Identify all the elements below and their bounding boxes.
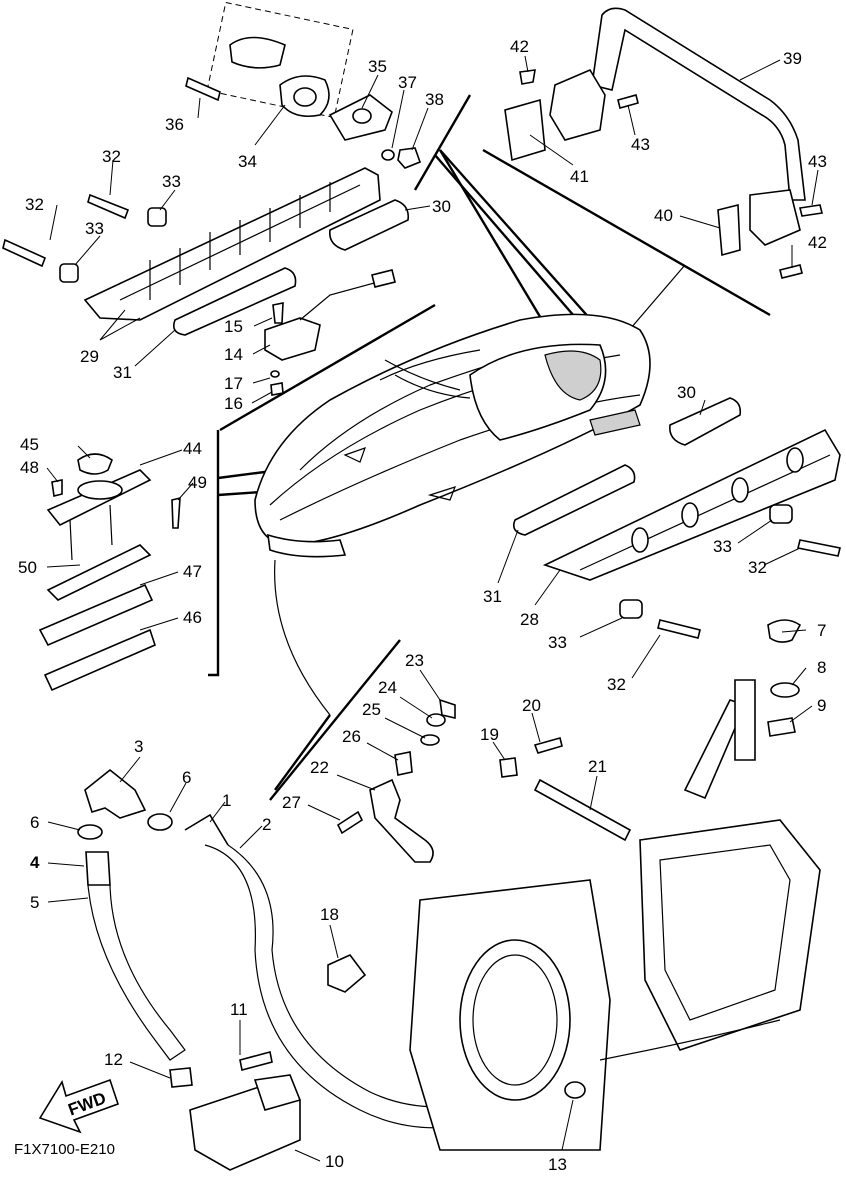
callout-7: 7 [817,621,826,640]
callout-43: 43 [631,135,650,154]
callout-24: 24 [378,678,397,697]
callout-5: 5 [30,893,39,912]
callout-14: 14 [224,345,243,364]
callout-2: 2 [262,815,271,834]
fwd-arrow-icon: FWD [38,1078,120,1134]
upper-right-parts [504,7,823,279]
callout-47: 47 [183,562,202,581]
left-cover-parts [38,453,181,692]
callout-28: 28 [520,610,539,629]
callout-6: 6 [30,813,39,832]
callout-31b: 31 [483,587,502,606]
callout-31: 31 [113,363,132,382]
callout-48: 48 [20,458,39,477]
callout-42: 42 [510,37,529,56]
middle-hardware [327,698,632,993]
callout-25: 25 [362,700,381,719]
callout-33b: 33 [162,172,181,191]
callout-11: 11 [230,1000,248,1019]
callout-38: 38 [425,90,444,109]
callout-labels: 1 2 3 4 5 6 6 7 8 9 10 11 12 13 14 15 16… [18,37,827,1174]
callout-41: 41 [570,167,589,186]
callout-34: 34 [238,152,257,171]
upper-left-parts [2,1,422,396]
callout-40: 40 [654,206,673,225]
section-brackets [208,94,771,801]
callout-39: 39 [783,49,802,68]
callout-44: 44 [183,439,202,458]
callout-29: 29 [80,347,99,366]
callout-21: 21 [588,757,607,776]
callout-33: 33 [85,219,104,238]
callout-45: 45 [20,435,39,454]
callout-12: 12 [104,1050,123,1069]
callout-32c: 32 [748,558,767,577]
callout-6b: 6 [182,768,191,787]
watercraft-hull [254,313,651,558]
callout-8: 8 [817,658,826,677]
callout-1: 1 [222,791,231,810]
callout-42b: 42 [808,233,827,252]
diagram-code: F1X7100-E210 [14,1141,115,1158]
callout-32d: 32 [607,675,626,694]
callout-30b: 30 [677,383,696,402]
callout-50: 50 [18,558,37,577]
callout-23: 23 [405,651,424,670]
callout-49: 49 [188,473,207,492]
callout-35: 35 [368,57,387,76]
callout-27: 27 [282,793,301,812]
callout-18: 18 [320,905,339,924]
callout-36: 36 [165,115,184,134]
callout-43b: 43 [808,152,827,171]
callout-3: 3 [134,737,143,756]
callout-33c: 33 [713,537,732,556]
leader-lines [46,55,819,1162]
callout-17: 17 [224,374,243,393]
callout-15: 15 [224,317,243,336]
hoses [77,768,561,1129]
callout-37: 37 [398,73,417,92]
callout-16: 16 [224,394,243,413]
right-rail-parts [512,397,841,737]
callout-9: 9 [817,696,826,715]
callout-32: 32 [25,195,44,214]
pump-housing [189,679,821,1171]
callout-32b: 32 [102,147,121,166]
callout-4: 4 [30,853,40,872]
callout-26: 26 [342,727,361,746]
callout-33d: 33 [548,633,567,652]
callout-13: 13 [548,1155,567,1174]
callout-30: 30 [432,197,451,216]
callout-22: 22 [310,758,329,777]
callout-10: 10 [325,1152,344,1171]
callout-20: 20 [522,696,541,715]
callout-19: 19 [480,725,499,744]
callout-46: 46 [183,608,202,627]
